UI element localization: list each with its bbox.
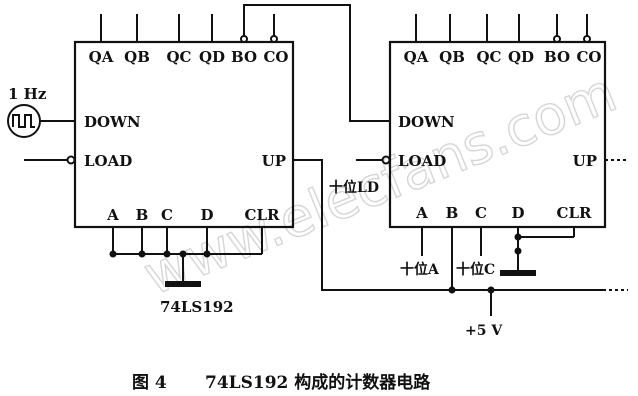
clock-circle [7, 104, 41, 138]
clock-frequency-label: 1 Hz [8, 85, 47, 103]
right-pin-c: C [475, 204, 487, 222]
right-pin-d: D [511, 204, 524, 222]
left-pin-b: B [136, 206, 149, 224]
tens-c-label: 十位C [456, 261, 495, 278]
right-pin-qb: QB [439, 48, 465, 66]
left-pin-qc: QC [166, 48, 191, 66]
right-pin-clr: CLR [557, 204, 592, 222]
borrow-to-down-wire [243, 4, 390, 122]
left-pin-d: D [200, 206, 213, 224]
left-pin-bo: BO [231, 48, 257, 66]
left-pin-a: A [106, 206, 119, 224]
left-chip-body [73, 40, 295, 229]
left-chip-part-number: 74LS192 [160, 298, 234, 316]
left-counter-chip: QA QB QC QD BO CO DOWN LOAD UP A B C D C… [24, 14, 295, 316]
left-load-bubble [66, 155, 76, 165]
left-pin-up: UP [262, 152, 286, 170]
figure-title: 74LS192 构成的计数器电路 [205, 372, 431, 393]
left-ground-symbol [165, 281, 201, 287]
clock-source: 1 Hz [7, 85, 47, 138]
left-pin-load: LOAD [84, 152, 132, 170]
watermark: www.elecfans.com [135, 61, 625, 308]
right-pin-b: B [446, 204, 459, 222]
right-co-bubble [583, 35, 591, 43]
right-pin-co: CO [576, 48, 601, 66]
right-load-bubble [381, 155, 391, 165]
tens-ld-label: 十位LD [329, 179, 379, 196]
left-pin-co: CO [263, 48, 288, 66]
left-co-bubble [270, 35, 278, 43]
clock-square-wave-icon [12, 114, 35, 128]
right-chip-body [388, 40, 607, 229]
left-pin-c: C [161, 206, 173, 224]
right-pin-down: DOWN [398, 113, 455, 131]
left-pin-qa: QA [89, 48, 114, 66]
left-pin-qb: QB [124, 48, 150, 66]
right-pin-up: UP [573, 152, 597, 170]
tens-a-label: 十位A [400, 261, 440, 278]
right-counter-chip: QA QB QC QD BO CO DOWN LOAD UP A B C D C… [356, 14, 628, 339]
right-ground-symbol [500, 270, 536, 276]
left-pin-clr: CLR [245, 206, 280, 224]
right-pin-bo: BO [544, 48, 570, 66]
right-pin-qd: QD [508, 48, 534, 66]
up-to-supply-wire [293, 159, 603, 291]
figure-number: 图 4 [132, 373, 167, 393]
right-bo-bubble [553, 35, 561, 43]
right-pin-load: LOAD [398, 152, 446, 170]
right-pin-a: A [415, 204, 428, 222]
right-pin-qc: QC [476, 48, 501, 66]
supply-voltage-label: +5 V [465, 323, 503, 339]
right-pin-qa: QA [404, 48, 429, 66]
left-pin-qd: QD [199, 48, 225, 66]
left-pin-down: DOWN [84, 113, 141, 131]
left-bo-bubble [240, 35, 248, 43]
